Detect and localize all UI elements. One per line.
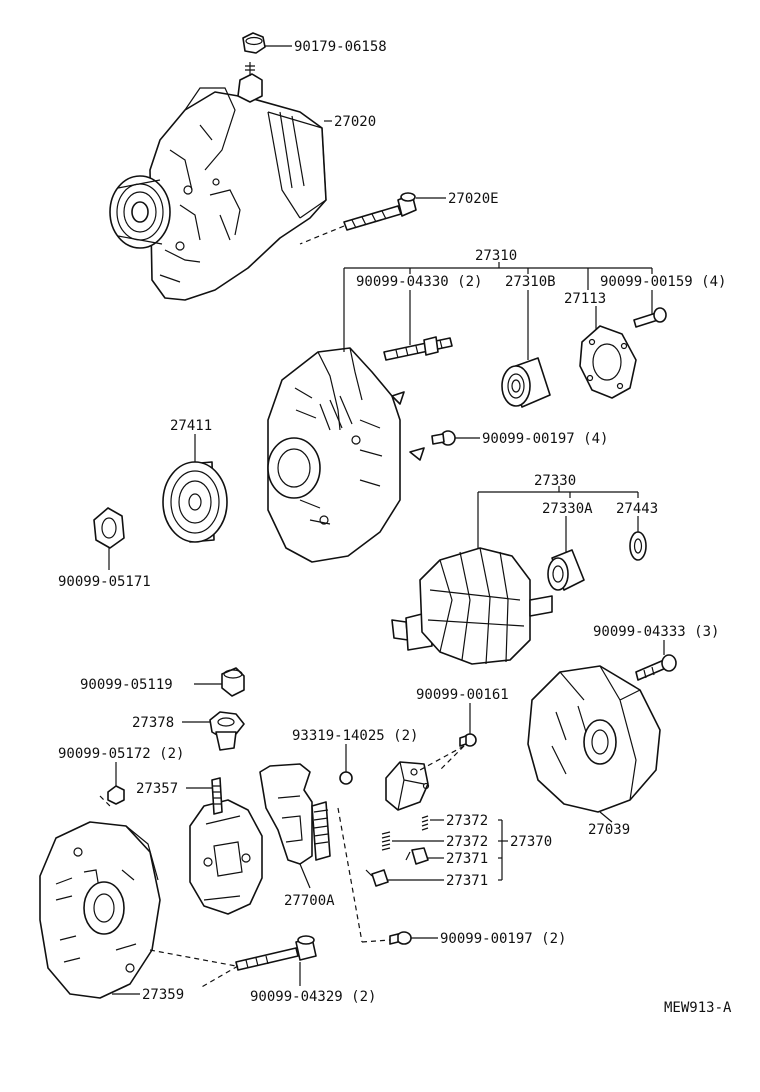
label-27371-upper: 27371 <box>446 851 488 867</box>
rear-cover-bolt <box>635 654 677 681</box>
brush-spring-lower <box>381 831 391 851</box>
rear-end-cover <box>527 665 661 813</box>
part-number-labels: 90179-06158 27020 27020E 27310 90099-043… <box>58 39 732 1016</box>
brush-upper <box>405 847 429 865</box>
label-27310: 27310 <box>475 248 517 264</box>
retainer-screw <box>633 307 667 328</box>
label-27310b: 27310B <box>505 274 556 290</box>
label-90099-04333: 90099-04333 (3) <box>593 624 719 640</box>
label-90099-00197-2: 90099-00197 (2) <box>440 931 566 947</box>
brush-lower <box>365 869 389 887</box>
rotor-bearing <box>547 549 585 591</box>
label-27330: 27330 <box>534 473 576 489</box>
label-90099-00159: 90099-00159 (4) <box>600 274 726 290</box>
brush-spring-upper <box>421 815 429 831</box>
label-27700a: 27700A <box>284 893 335 909</box>
regulator-screw <box>459 733 477 747</box>
label-27370: 27370 <box>510 834 552 850</box>
terminal-insulator <box>209 711 245 751</box>
rotor <box>391 547 553 665</box>
label-27443: 27443 <box>616 501 658 517</box>
terminal-nut <box>242 32 266 54</box>
pulley-nut <box>93 507 125 549</box>
label-27020e: 27020E <box>448 191 499 207</box>
label-93319-14025: 93319-14025 (2) <box>292 728 418 744</box>
label-27020: 27020 <box>334 114 376 130</box>
label-27357: 27357 <box>136 781 178 797</box>
label-27378: 27378 <box>132 715 174 731</box>
terminal-washer <box>339 771 353 785</box>
through-bolt-27020e <box>343 192 417 231</box>
stud-bolt-90099-04330 <box>383 336 453 361</box>
label-27330a: 27330A <box>542 501 593 517</box>
pulley <box>162 461 228 543</box>
voltage-regulator <box>259 763 331 865</box>
label-27372-lower: 27372 <box>446 834 488 850</box>
bearing-retainer-plate <box>579 325 637 399</box>
label-90179-06158: 90179-06158 <box>294 39 387 55</box>
label-90099-00197-4: 90099-00197 (4) <box>482 431 608 447</box>
rectifier-holder <box>189 777 263 915</box>
label-90099-05171: 90099-05171 <box>58 574 151 590</box>
regulator-mount-screw <box>389 931 412 945</box>
frame-through-bolt <box>235 935 317 971</box>
label-90099-05172: 90099-05172 (2) <box>58 746 184 762</box>
label-90099-04330: 90099-04330 (2) <box>356 274 482 290</box>
label-27039: 27039 <box>588 822 630 838</box>
front-bearing <box>501 357 551 408</box>
rectifier-end-frame <box>39 821 161 999</box>
small-nut <box>107 785 125 805</box>
diagram-code: MEW913-A <box>664 1000 732 1016</box>
label-90099-05119: 90099-05119 <box>80 677 173 693</box>
washer <box>629 531 647 561</box>
label-27359: 27359 <box>142 987 184 1003</box>
alternator-assembly <box>109 62 327 301</box>
brush-holder <box>385 761 430 811</box>
frame-screw-upper <box>431 430 456 446</box>
label-27113: 27113 <box>564 291 606 307</box>
label-27372-upper: 27372 <box>446 813 488 829</box>
label-27371-lower: 27371 <box>446 873 488 889</box>
drive-end-frame <box>267 347 425 563</box>
label-90099-00161: 90099-00161 <box>416 687 509 703</box>
label-90099-04329: 90099-04329 (2) <box>250 989 376 1005</box>
leader-lines <box>99 45 665 995</box>
terminal-cap <box>221 667 245 697</box>
label-27411: 27411 <box>170 418 212 434</box>
